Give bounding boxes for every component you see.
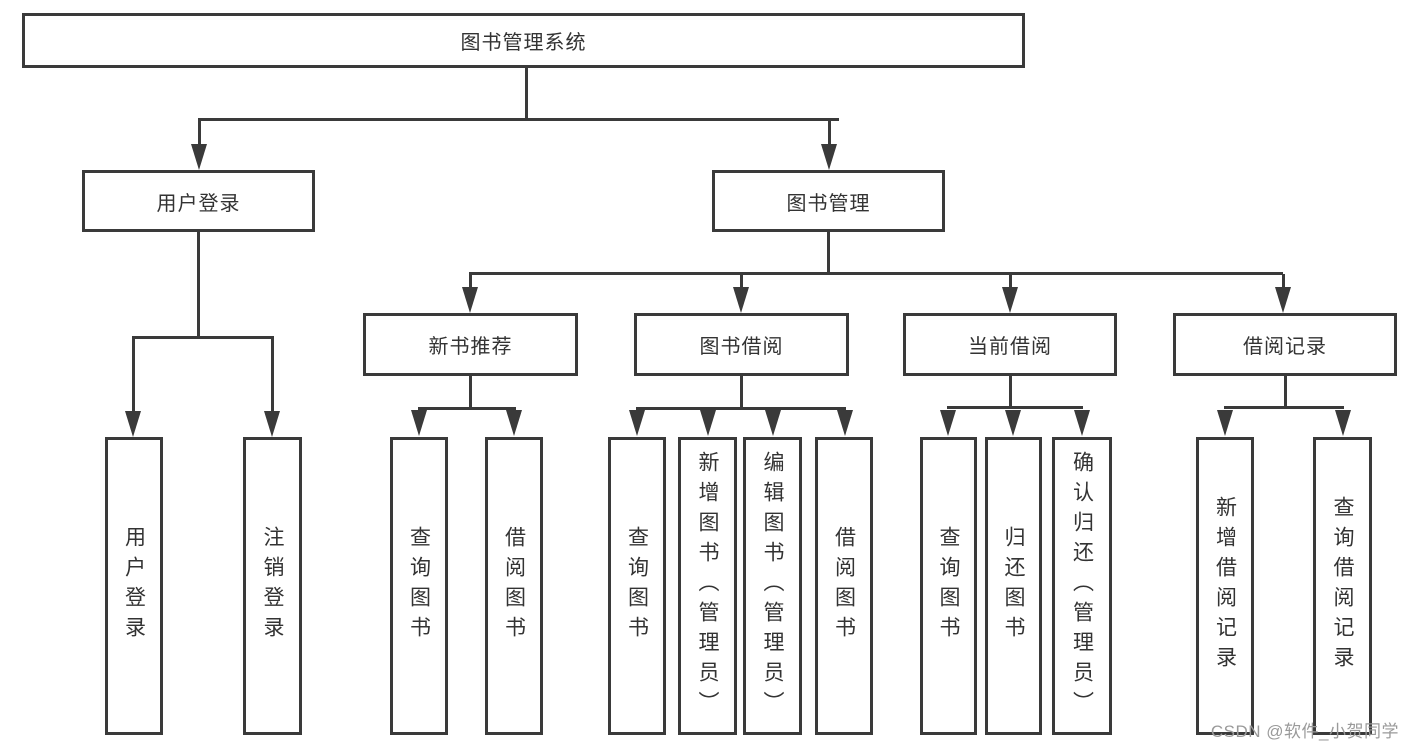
arrow-down-icon: [1074, 410, 1090, 436]
leaf-borrow-query-books-label: 查询图书: [625, 526, 649, 646]
node-book-management: 图书管理: [712, 170, 945, 232]
arrow-down-icon: [125, 411, 141, 437]
leaf-user-login-label: 用户登录: [122, 526, 146, 646]
connector-userlogin-right-stub: [271, 338, 274, 412]
arrow-down-icon: [191, 144, 207, 170]
connector-bookmgmt-vertical: [827, 232, 830, 274]
arrow-down-icon: [837, 410, 853, 436]
leaf-borrow-query-books: 查询图书: [608, 437, 666, 735]
leaf-borrow-books-label: 借阅图书: [832, 526, 856, 646]
leaf-user-login: 用户登录: [105, 437, 163, 735]
connector-root-left-stub: [198, 120, 201, 146]
leaf-current-query-books: 查询图书: [920, 437, 977, 735]
arrow-down-icon: [1005, 410, 1021, 436]
arrow-down-icon: [733, 287, 749, 313]
leaf-confirm-return-admin-label: 确认归还（管理员）: [1070, 451, 1094, 721]
node-borrow-records: 借阅记录: [1173, 313, 1397, 376]
connector-root-vertical: [525, 68, 528, 120]
connector-borrow-horizontal: [636, 407, 846, 410]
node-current-borrow-label: 当前借阅: [968, 336, 1052, 358]
connector-bookmgmt-stub: [1282, 274, 1285, 288]
arrow-down-icon: [264, 411, 280, 437]
node-current-borrow: 当前借阅: [903, 313, 1117, 376]
arrow-down-icon: [1002, 287, 1018, 313]
connector-records-vertical: [1284, 376, 1287, 408]
connector-userlogin-left-stub: [132, 338, 135, 412]
leaf-edit-book-admin: 编辑图书（管理员）: [743, 437, 802, 735]
leaf-add-borrow-record-label: 新增借阅记录: [1213, 496, 1237, 676]
leaf-return-book: 归还图书: [985, 437, 1042, 735]
leaf-logout: 注销登录: [243, 437, 302, 735]
arrow-down-icon: [506, 410, 522, 436]
connector-borrow-vertical: [740, 376, 743, 408]
leaf-recommend-borrow-books-label: 借阅图书: [502, 526, 526, 646]
arrow-down-icon: [700, 410, 716, 436]
connector-userlogin-vertical: [197, 232, 200, 338]
arrow-down-icon: [821, 144, 837, 170]
node-root: 图书管理系统: [22, 13, 1025, 68]
node-book-borrow-label: 图书借阅: [699, 336, 784, 358]
leaf-edit-book-admin-label: 编辑图书（管理员）: [761, 451, 784, 721]
arrow-down-icon: [462, 287, 478, 313]
arrow-down-icon: [1217, 410, 1233, 436]
arrow-down-icon: [629, 410, 645, 436]
node-new-book-recommend: 新书推荐: [363, 313, 578, 376]
connector-bookmgmt-stub: [1009, 274, 1012, 288]
arrow-down-icon: [1335, 410, 1351, 436]
node-borrow-records-label: 借阅记录: [1243, 336, 1327, 358]
node-book-borrow: 图书借阅: [634, 313, 849, 376]
connector-bookmgmt-stub: [740, 274, 743, 288]
connector-bookmgmt-stub: [469, 274, 472, 288]
leaf-add-book-admin-label: 新增图书（管理员）: [696, 451, 719, 721]
leaf-current-query-books-label: 查询图书: [937, 526, 960, 646]
node-root-label: 图书管理系统: [460, 32, 587, 54]
connector-recommend-vertical: [469, 376, 472, 408]
leaf-recommend-query-books: 查询图书: [390, 437, 448, 735]
watermark: CSDN @软件_小贺同学: [1210, 722, 1399, 741]
connector-records-horizontal: [1224, 406, 1344, 409]
node-user-login: 用户登录: [82, 170, 315, 232]
node-user-login-label: 用户登录: [156, 192, 241, 215]
leaf-add-book-admin: 新增图书（管理员）: [678, 437, 737, 735]
connector-current-horizontal: [947, 406, 1083, 409]
node-new-book-recommend-label: 新书推荐: [428, 336, 513, 358]
leaf-logout-label: 注销登录: [261, 526, 284, 646]
leaf-add-borrow-record: 新增借阅记录: [1196, 437, 1254, 735]
connector-recommend-horizontal: [418, 407, 516, 410]
connector-current-vertical: [1009, 376, 1012, 408]
arrow-down-icon: [765, 410, 781, 436]
connector-root-horizontal: [198, 118, 839, 121]
leaf-query-borrow-record: 查询借阅记录: [1313, 437, 1372, 735]
leaf-borrow-books: 借阅图书: [815, 437, 873, 735]
connector-root-right-stub: [828, 120, 831, 146]
leaf-recommend-query-books-label: 查询图书: [407, 526, 431, 646]
arrow-down-icon: [940, 410, 956, 436]
arrow-down-icon: [411, 410, 427, 436]
arrow-down-icon: [1275, 287, 1291, 313]
leaf-recommend-borrow-books: 借阅图书: [485, 437, 543, 735]
leaf-return-book-label: 归还图书: [1002, 526, 1025, 646]
connector-bookmgmt-horizontal: [469, 272, 1283, 275]
node-book-management-label: 图书管理: [786, 192, 871, 215]
connector-userlogin-horizontal: [132, 336, 274, 339]
leaf-confirm-return-admin: 确认归还（管理员）: [1052, 437, 1112, 735]
leaf-query-borrow-record-label: 查询借阅记录: [1331, 496, 1354, 676]
